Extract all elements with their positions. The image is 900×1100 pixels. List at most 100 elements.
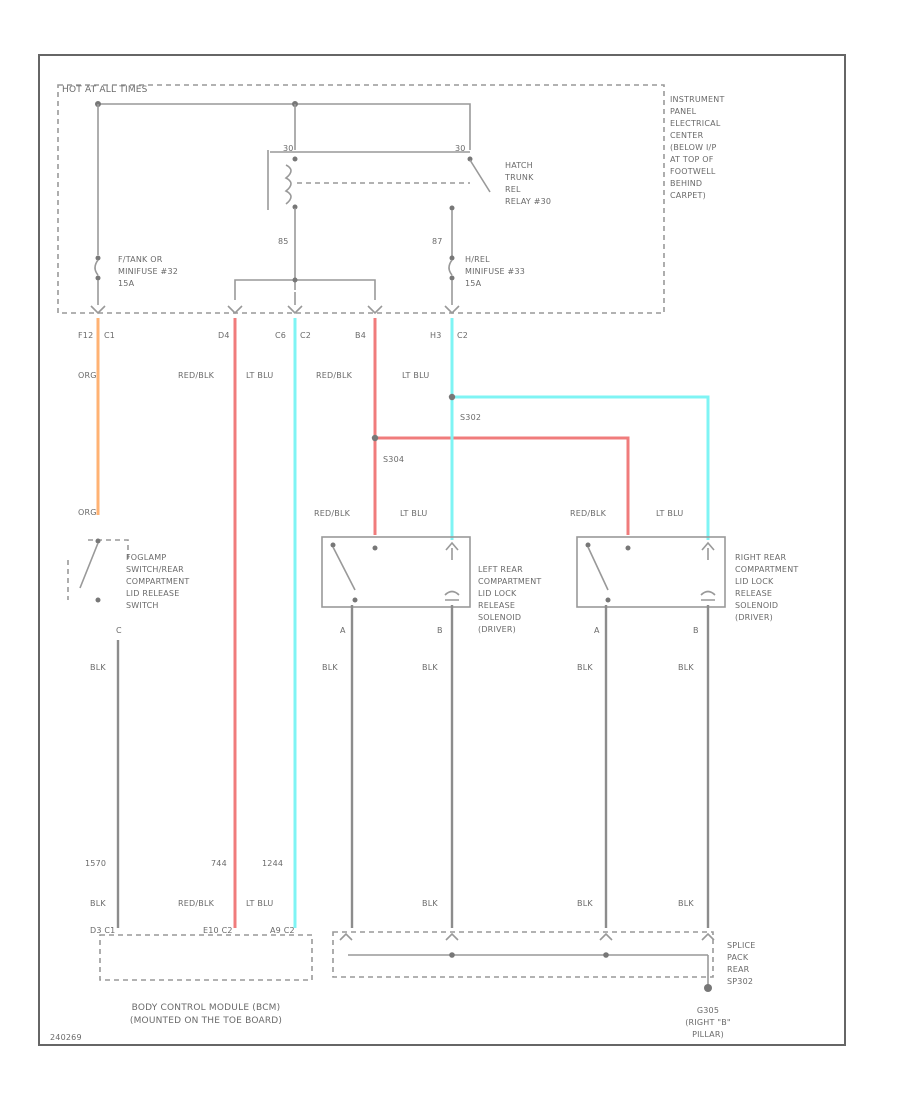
left-switch-top	[330, 542, 336, 548]
splice-s304-node	[371, 434, 379, 442]
pin-b-left: B	[437, 626, 443, 635]
conn-b4: B4	[355, 331, 366, 340]
circuit-744: 744	[211, 859, 227, 868]
splice-s302-label: S302	[460, 413, 481, 422]
conn-h3: H3	[430, 331, 442, 340]
circuit-1244: 1244	[262, 859, 283, 868]
foglamp-switch-bottom	[95, 597, 101, 603]
left-sol-label-2: COMPARTMENT	[478, 577, 541, 586]
foglamp-switch-outline	[88, 539, 129, 560]
conn-d4: D4	[218, 331, 230, 340]
conn-c1: C1	[104, 331, 115, 340]
cyan-wire-right-solenoid	[452, 395, 710, 540]
ltblu-bottom: LT BLU	[246, 899, 273, 908]
relay-pin-30-left: 30	[283, 144, 294, 153]
foglamp-label-4: LID RELEASE	[126, 589, 179, 598]
relay-switch-contact	[449, 205, 455, 211]
right-fuse-label-1: H/REL	[465, 255, 490, 264]
foglamp-label-1: FOGLAMP	[126, 553, 166, 562]
pin85-split-node	[292, 277, 298, 283]
foglamp-label-3: COMPARTMENT	[126, 577, 189, 586]
pin-b-right: B	[693, 626, 699, 635]
left-switch-blade	[332, 546, 356, 591]
splice-s304-label: S304	[383, 455, 404, 464]
ipec-box	[57, 84, 665, 314]
left-solenoid-input	[445, 541, 459, 560]
ground-label-3: PILLAR)	[692, 1030, 724, 1039]
connector-chevron-b4	[367, 305, 383, 315]
hot-at-all-times-label: HOT AT ALL TIMES	[62, 85, 148, 95]
ipec-label-5: (BELOW I/P	[670, 143, 716, 152]
bcm-conn-1: D3 C1	[90, 926, 115, 935]
left-fuse-label-3: 15A	[118, 279, 135, 288]
right-switch-bottom	[605, 597, 611, 603]
conn-f12: F12	[78, 331, 93, 340]
ipec-label-9: CARPET)	[670, 191, 706, 200]
foglamp-switch-blade	[79, 542, 99, 589]
relay-switch-common	[467, 156, 473, 162]
wire-ltblu-1: LT BLU	[246, 371, 273, 380]
ground-label-1: G305	[697, 1006, 719, 1015]
wire-redblk-2: RED/BLK	[316, 371, 353, 380]
blk-label-3: BLK	[422, 663, 438, 672]
blk-label-1: BLK	[90, 663, 106, 672]
relay-coil-symbol	[284, 164, 292, 205]
left-fuse-label-2: MINIFUSE #32	[118, 267, 178, 276]
splice-chevron-3	[599, 932, 613, 941]
splice-label-3: REAR	[727, 965, 750, 974]
splice-label-1: SPLICE	[727, 941, 756, 950]
left-fuse-bottom	[95, 275, 101, 281]
wire-org-top: ORG	[78, 371, 97, 380]
wire-ltblu-4: LT BLU	[656, 509, 683, 518]
blk-label-4: BLK	[577, 663, 593, 672]
left-sol-label-4: RELEASE	[478, 601, 515, 610]
bcm-label-2: (MOUNTED ON THE TOE BOARD)	[130, 1016, 282, 1026]
ground-label-2: (RIGHT "B"	[685, 1018, 731, 1027]
left-switch-bottom	[352, 597, 358, 603]
ipec-label-3: ELECTRICAL	[670, 119, 721, 128]
connector-chevron-f12	[90, 305, 106, 315]
splice-node-2	[603, 952, 609, 958]
splice-chevron-2	[445, 932, 459, 941]
right-sol-label-6: (DRIVER)	[735, 613, 773, 622]
relay-coil-bottom-terminal	[292, 204, 298, 210]
wire-ltblu-2: LT BLU	[402, 371, 429, 380]
right-fuse-label-3: 15A	[465, 279, 482, 288]
left-switch-contact	[372, 545, 378, 551]
bcm-conn-2: E10 C2	[203, 926, 233, 935]
relay-coil-top-terminal	[292, 156, 298, 162]
connector-chevron-c6	[287, 305, 303, 315]
blk-bottom-2: BLK	[422, 899, 438, 908]
circuit-1570: 1570	[85, 859, 106, 868]
wire-redblk-3: RED/BLK	[314, 509, 351, 518]
splice-chevron-1	[339, 932, 353, 941]
right-solenoid-input	[701, 541, 715, 560]
left-fuse-symbol	[94, 259, 99, 276]
left-solenoid-box	[321, 536, 471, 608]
splice-pack-box	[332, 931, 714, 978]
splice-node-1	[449, 952, 455, 958]
foglamp-label-5: SWITCH	[126, 601, 159, 610]
right-fuse-symbol	[448, 259, 453, 276]
right-fuse-label-2: MINIFUSE #33	[465, 267, 525, 276]
blk-label-5: BLK	[678, 663, 694, 672]
wire-ltblu-3: LT BLU	[400, 509, 427, 518]
right-switch-top	[585, 542, 591, 548]
wire-redblk-4: RED/BLK	[570, 509, 607, 518]
left-fuse-top	[95, 255, 101, 261]
redblk-bottom: RED/BLK	[178, 899, 215, 908]
ipec-label-6: AT TOP OF	[670, 155, 714, 164]
relay-label-4: RELAY #30	[505, 197, 551, 206]
foglamp-switch-top	[95, 538, 101, 544]
splice-chevron-4	[701, 932, 715, 941]
bcm-label-1: BODY CONTROL MODULE (BCM)	[132, 1003, 281, 1013]
ipec-label-7: FOOTWELL	[670, 167, 716, 176]
blk-label-2: BLK	[322, 663, 338, 672]
splice-label-2: PACK	[727, 953, 749, 962]
diagram-code: 240269	[50, 1033, 82, 1042]
connector-chevron-h3	[444, 305, 460, 315]
ground-terminal	[704, 984, 712, 992]
relay-label-1: HATCH	[505, 161, 533, 170]
right-switch-contact	[625, 545, 631, 551]
